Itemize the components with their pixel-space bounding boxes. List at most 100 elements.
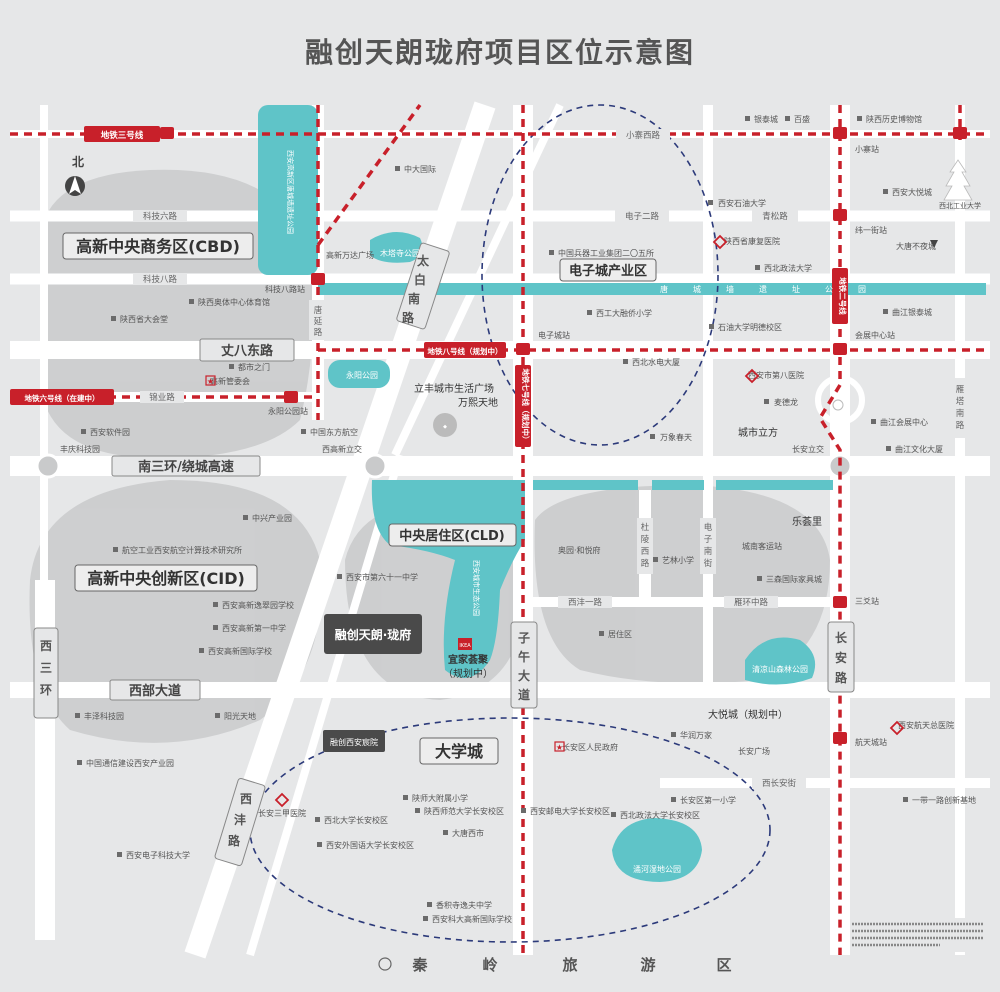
road-ziwu-2: 午 [518,649,530,664]
clid-label: 中央居住区(CLD) [399,528,505,544]
poi-label: 丰泽科技园 [84,711,124,721]
map-title: 融创天朗珑府项目区位示意图 [305,36,695,69]
station-label: 会展中心站 [855,330,895,340]
cid-label: 高新中央创新区(CID) [87,569,245,588]
station-label: 高新万达广场 [326,250,374,260]
qinling-char: 旅 [562,956,577,974]
poi-label: 西安高新国际学校 [208,646,272,656]
road-taibai-1: 太 [417,253,430,268]
road-taibai-3: 南 [408,291,420,306]
poi-label: 奥园·和悦府 [558,545,601,555]
road-ziwu-3: 大 [518,668,530,683]
cid-zone-area [29,480,322,743]
poi-label: 西安高新逸翠园学校 [222,600,294,610]
metro-label-8: 地铁八号线（规划中） [428,346,503,356]
road-taibai-4: 路 [402,310,415,325]
pagoda-icon [943,159,973,201]
poi-label: 长安区第一小学 [680,795,736,805]
cbd-label: 高新中央商务区(CBD) [76,237,240,256]
road-ziwu-4: 道 [518,687,530,702]
poi-label: 银泰城 [754,114,778,124]
poi-label: 中国通信建设西安产业园 [86,758,174,768]
metro-label-2: 地铁二号线 [838,277,848,315]
dayanta-label: 西北工业大学 [939,201,981,210]
road-xifeng-1: 西 [240,792,252,806]
hospital-icon [744,368,760,384]
road-kejiba: 科技八路 [143,274,178,285]
station-label: 长安立交 [792,444,824,454]
road-duling-1: 杜 [641,522,650,533]
station-label: 丰庆科技园 [60,444,100,454]
road-duling-3: 西 [641,547,650,557]
tangcheng-vertical-label: 西安高新区唐城墙遗址公园 [286,150,295,234]
yijia-label-1: 宜家荟聚 [448,653,489,666]
north-label: 北 [72,154,84,169]
poi-label: 中大国际 [404,164,436,174]
poi-label: 西北大学长安校区 [324,815,388,825]
road-xibu: 西部大道 [129,683,181,699]
poi-label: 百盛 [794,114,810,124]
station-label: 电子城站 [538,330,570,340]
mutasi-park [370,231,423,263]
station-label: 永阳公园站 [268,406,308,416]
electronic-district-ring [481,104,719,446]
road-dianzinan-4: 街 [704,558,713,569]
qingliang-label: 清凉山森林公园 [752,664,808,674]
road-xichangan: 西长安街 [762,778,797,789]
station-label: 乐荟里 [792,515,822,528]
station-labels: 科技八路站 永阳公园站 电子城站 小寨站 纬一街站 会展中心站 长安立交 三爻站… [60,144,895,747]
qinling-char: 游 [640,956,655,974]
north-arrow-icon [69,176,81,194]
poi-label: 航空工业西安航空计算技术研究所 [122,545,242,555]
poi-label: 都市之门 [238,362,270,372]
yijia-label-2: （规划中） [443,667,493,680]
ikea-icon: IKEA [459,643,471,649]
shengtai-label: 西安城市生态公园 [472,560,481,616]
station-label: 立丰城市生活广场 [414,382,494,395]
electronic-zone-label: 电子城产业区 [569,263,647,279]
zone-labels: 高新中央商务区(CBD) 高新中央创新区(CID) 中央居住区(CLD) 大学城… [62,232,657,765]
road-xiaozhai: 小寨西路 [626,130,661,141]
tangcheng-park-horizontal [318,283,986,295]
poi-label: 陕西奥体中心体育馆 [198,297,270,307]
road-xisan-3: 环 [40,683,52,697]
poi-label: 高新管委会 [210,376,250,386]
government-icon [205,375,216,386]
road-tangyan-2: 延 [314,316,323,327]
poi-label: 阳光天地 [224,711,256,721]
road-dianzinan-2: 子 [704,535,713,545]
road-xisan-1: 西 [40,639,52,653]
poi-labels: 中大国际 西安石油大学 中国兵器工业集团二〇五所 陕西省康复医院 西北政法大学 … [84,114,976,924]
poi-label: 西安大悦城 [892,187,932,197]
hospital-icon [274,792,290,808]
east-zone-area [534,485,830,684]
station-label: 纬一街站 [855,225,887,235]
poi-label: 华润万家 [680,730,712,740]
tangcheng-park-vertical [258,105,318,275]
poi-label: 曲江会展中心 [880,417,928,427]
poi-label: 曲江文化大厦 [895,444,943,454]
park-labels: 木塔寺公园 永阳公园 清凉山森林公园 潏河湿地公园 唐 城 墙 遗 址 公 园 … [286,150,866,874]
yongyang-label: 永阳公园 [346,370,378,380]
road-kejiliu: 科技六路 [143,211,178,222]
hospital-icon [889,720,905,736]
road-xifeng-3: 路 [228,833,241,848]
station-label: 城市立方 [738,426,778,439]
road-xianyi: 西沣一路 [568,597,603,608]
road-zhangba: 丈八东路 [221,343,274,359]
road-yanta-4: 路 [956,420,965,431]
dayuecheng-label: 大悦城（规划中） [708,708,788,721]
road-changan-3: 路 [835,670,848,685]
poi-label: 陕西省康复医院 [724,236,780,246]
road-yanta-3: 南 [956,408,965,419]
poi-label: 艺林小学 [662,555,694,565]
road-tangyan-1: 唐 [314,305,323,316]
station-label: 小寨站 [855,144,879,154]
poi-label: 大唐西市 [452,828,484,838]
yongyang-park [328,360,390,388]
road-dianzinan-1: 电 [704,522,713,533]
poi-label: 中国兵器工业集团二〇五所 [558,248,654,258]
road-xifeng-2: 沣 [234,812,246,827]
